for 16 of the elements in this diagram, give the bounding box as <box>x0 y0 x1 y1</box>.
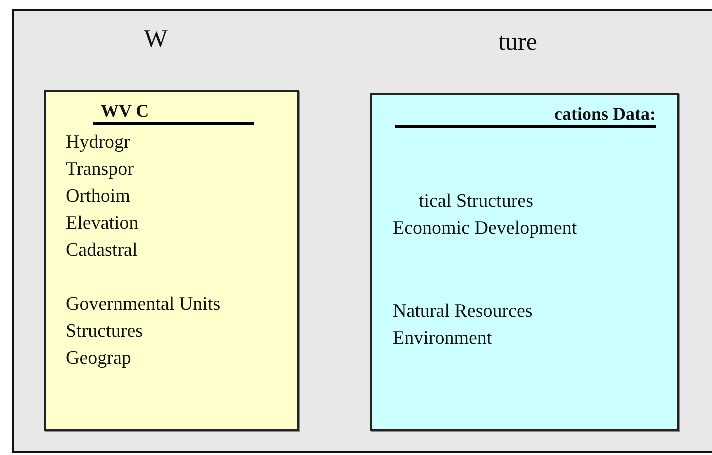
list-item: Economic Development <box>393 217 578 241</box>
list-item: Orthoim <box>66 185 132 209</box>
list-item: Cadastral <box>66 239 139 263</box>
box-heading: WV C <box>93 100 254 125</box>
list-item: Governmental Units <box>66 293 222 317</box>
list-item: Hydrogr <box>66 131 132 155</box>
column-heading: ture <box>498 29 538 57</box>
list-item: Structures <box>66 320 144 344</box>
list-item: Elevation <box>66 212 140 236</box>
list-item: Environment <box>393 327 494 351</box>
column-heading: W <box>144 26 168 54</box>
list-item: Transpor <box>66 158 135 182</box>
list-item: tical Structures <box>419 190 534 214</box>
list-item: Natural Resources <box>393 300 534 324</box>
box-heading: cations Data: <box>395 103 656 128</box>
list-item: Geograp <box>66 347 132 371</box>
